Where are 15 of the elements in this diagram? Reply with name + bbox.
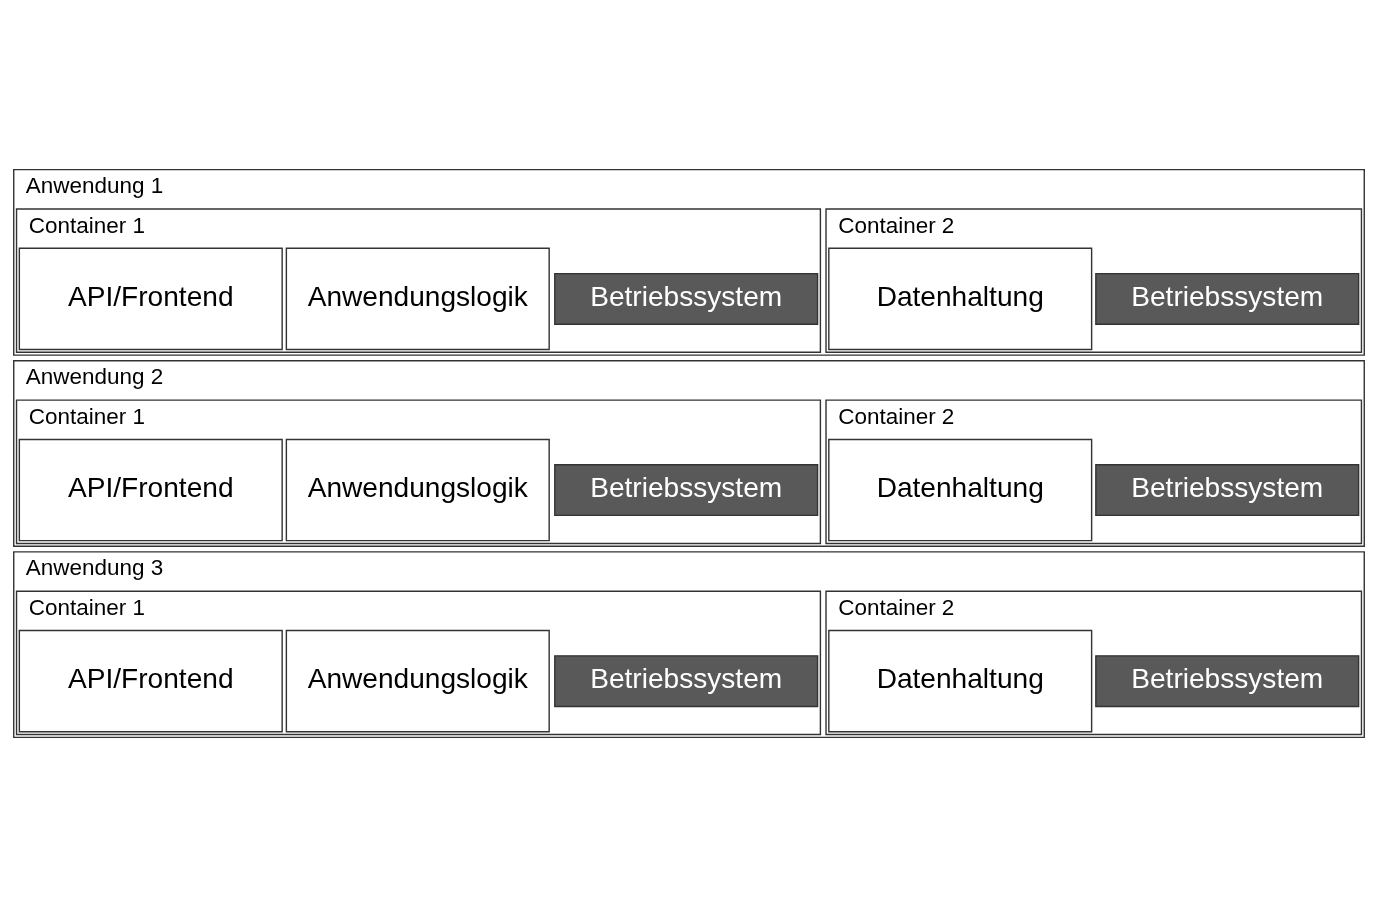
- node-box: Datenhaltung: [828, 629, 1093, 733]
- node-box: Datenhaltung: [828, 247, 1093, 351]
- node-box: API/Frontend: [18, 438, 283, 542]
- node-box: Betriebssystem: [1095, 464, 1360, 517]
- node-box: API/Frontend: [18, 629, 283, 733]
- node-box: Betriebssystem: [1095, 655, 1360, 708]
- node-box: Anwendungslogik: [285, 629, 550, 733]
- node-box: API/Frontend: [18, 247, 283, 351]
- node-box: Anwendungslogik: [285, 247, 550, 351]
- node-box: Betriebssystem: [554, 272, 819, 325]
- node-box: Betriebssystem: [1095, 272, 1360, 325]
- node-box: Anwendungslogik: [285, 438, 550, 542]
- node-box: Datenhaltung: [828, 438, 1093, 542]
- node-box: Betriebssystem: [554, 464, 819, 517]
- node-box: Betriebssystem: [554, 655, 819, 708]
